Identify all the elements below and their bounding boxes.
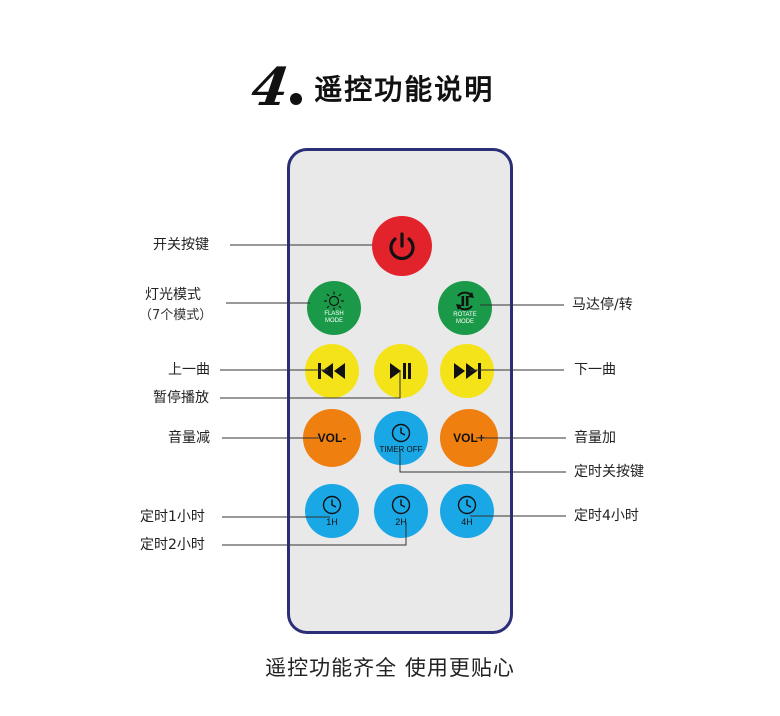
timer-1h-button[interactable]: 1H xyxy=(305,484,359,538)
timer-4h-button[interactable]: 4H xyxy=(440,484,494,538)
label-timer-2h: 定时2小时 xyxy=(140,537,205,553)
label-prev: 上一曲 xyxy=(168,362,210,378)
clock-icon xyxy=(391,495,411,515)
label-play: 暂停播放 xyxy=(153,390,209,406)
power-button[interactable] xyxy=(372,216,432,276)
leader-timer-off xyxy=(399,450,566,473)
page-title: 遥控功能说明 xyxy=(314,73,495,106)
timer-2h-text: 2H xyxy=(395,517,407,527)
power-icon xyxy=(389,232,415,261)
clock-icon xyxy=(391,423,411,442)
flash-mode-text-1: FLASH xyxy=(324,311,344,317)
volume-down-text: VOL- xyxy=(317,431,347,445)
next-track-button[interactable] xyxy=(440,344,494,398)
timer-off-text: TIMER OFF xyxy=(379,444,423,454)
label-vol-up: 音量加 xyxy=(574,430,616,446)
flash-mode-text-2: MODE xyxy=(325,318,343,324)
sun-icon xyxy=(324,291,344,311)
label-flash-sub: （7个模式） xyxy=(139,308,213,323)
label-timer-1h: 定时1小时 xyxy=(140,509,205,525)
volume-up-text: VOL+ xyxy=(453,431,485,445)
timer-4h-text: 4H xyxy=(461,517,473,527)
label-timer-4h: 定时4小时 xyxy=(574,508,639,524)
rotate-mode-button[interactable]: ROTATE MODE xyxy=(438,281,492,335)
label-power: 开关按键 xyxy=(153,237,209,253)
flash-mode-button[interactable]: FLASH MODE xyxy=(307,281,361,335)
timer-off-button[interactable]: TIMER OFF xyxy=(374,411,428,465)
rotate-mode-text-2: MODE xyxy=(456,319,474,325)
rotate-pause-icon xyxy=(456,291,474,311)
play-pause-icon xyxy=(390,363,411,379)
footer-caption: 遥控功能齐全 使用更贴心 xyxy=(265,656,515,680)
label-vol-down: 音量减 xyxy=(168,430,210,446)
label-next: 下一曲 xyxy=(574,362,616,378)
skip-previous-icon xyxy=(318,363,345,379)
skip-next-icon xyxy=(454,363,481,379)
section-heading: 4 遥控功能说明 xyxy=(248,57,495,118)
play-pause-button[interactable] xyxy=(374,344,428,398)
previous-track-button[interactable] xyxy=(305,344,359,398)
clock-icon xyxy=(322,495,342,515)
step-dot xyxy=(290,93,303,105)
label-timer-off: 定时关按键 xyxy=(574,464,644,480)
timer-2h-button[interactable]: 2H xyxy=(374,484,428,538)
label-flash: 灯光模式 xyxy=(145,287,201,303)
label-rotate: 马达停/转 xyxy=(572,297,633,313)
clock-icon xyxy=(457,495,477,515)
leader-timer-2h xyxy=(222,522,407,546)
leader-play xyxy=(220,370,401,399)
rotate-mode-text-1: ROTATE xyxy=(453,312,477,318)
timer-1h-text: 1H xyxy=(326,517,338,527)
